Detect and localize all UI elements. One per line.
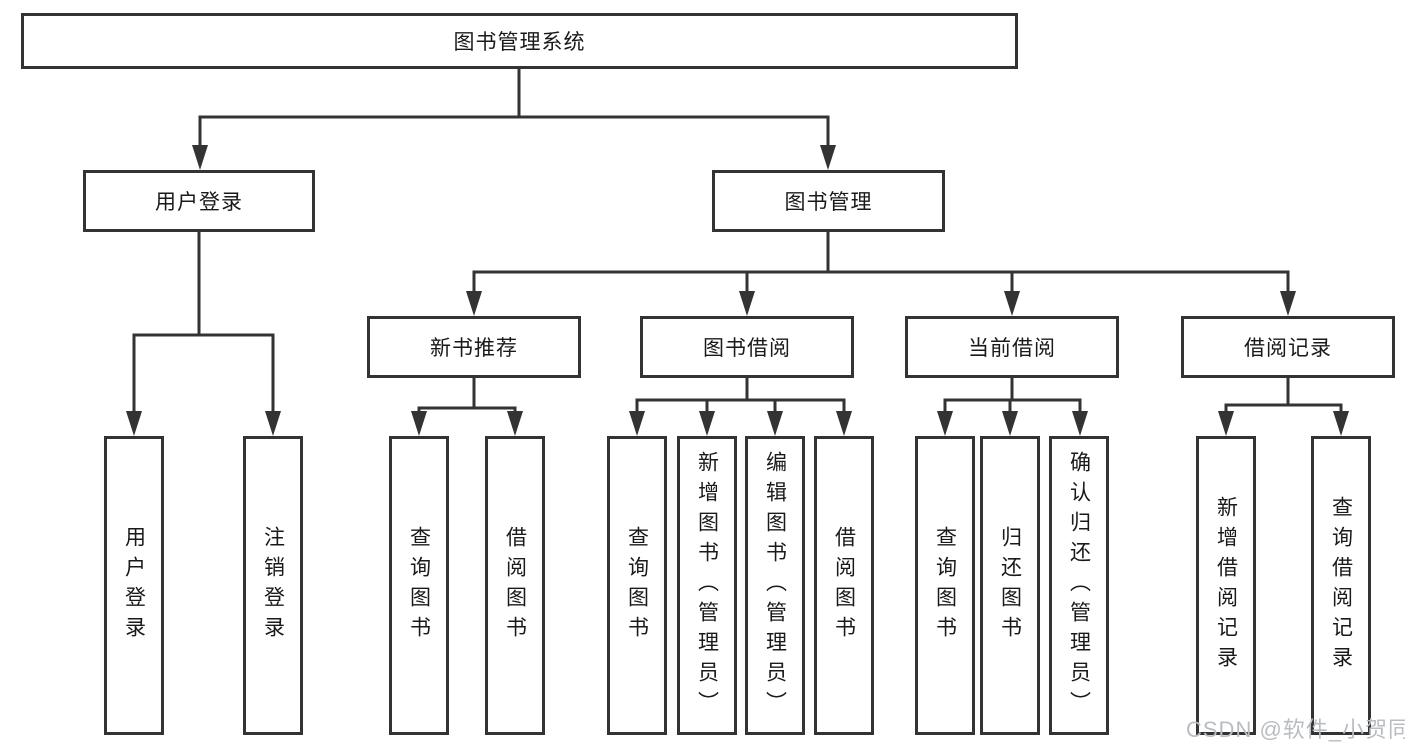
node-cb-confirm-return-admin: 确认归还（管理员）	[1049, 436, 1109, 735]
node-label: 借阅记录	[1244, 337, 1332, 360]
connector-root-to-level2	[192, 69, 836, 170]
watermark: CSDN @软件_小贺同学	[1186, 717, 1405, 742]
node-label: 新增图书（管理员）	[695, 450, 719, 721]
node-bb-query-books: 查询图书	[607, 436, 667, 735]
node-cb-return-books: 归还图书	[980, 436, 1040, 735]
node-nbr-query-books: 查询图书	[389, 436, 449, 735]
connector-current-borrowing-children	[937, 378, 1088, 436]
node-label: 编辑图书（管理员）	[763, 450, 787, 721]
node-label: 查询图书	[407, 525, 431, 646]
node-new-book-recommend: 新书推荐	[367, 316, 581, 378]
node-label: 注销登录	[261, 525, 285, 646]
node-nbr-borrow-books: 借阅图书	[485, 436, 545, 735]
node-label: 借阅图书	[503, 525, 527, 646]
arrowhead	[507, 411, 523, 436]
connector-user-login-children	[126, 232, 281, 436]
node-label: 图书管理系统	[453, 31, 586, 54]
node-bb-add-books-admin: 新增图书（管理员）	[677, 436, 737, 735]
connector-new-book-recommend-children	[411, 378, 523, 436]
node-label: 新增借阅记录	[1214, 495, 1238, 676]
node-user-login: 用户登录	[83, 170, 315, 232]
arrowhead	[265, 411, 281, 436]
node-label: 当前借阅	[968, 337, 1056, 360]
connector-book-borrowing-children	[629, 378, 852, 436]
node-label: 图书借阅	[703, 337, 791, 360]
node-bb-edit-books-admin: 编辑图书（管理员）	[745, 436, 805, 735]
arrowhead	[466, 291, 482, 316]
node-label: 图书管理	[784, 191, 873, 214]
node-label: 查询图书	[625, 525, 649, 646]
node-login: 用户登录	[104, 436, 164, 735]
arrowhead	[836, 411, 852, 436]
arrowhead	[1280, 291, 1296, 316]
node-book-borrowing: 图书借阅	[640, 316, 854, 378]
arrowhead	[739, 291, 755, 316]
node-label: 用户登录	[122, 525, 146, 646]
arrowhead	[192, 145, 208, 170]
arrowhead	[820, 145, 836, 170]
node-br-add-record: 新增借阅记录	[1196, 436, 1256, 735]
arrowhead	[1218, 411, 1234, 436]
arrowhead	[1004, 291, 1020, 316]
arrowhead	[126, 411, 142, 436]
node-label: 查询借阅记录	[1329, 495, 1353, 676]
node-book-management: 图书管理	[712, 170, 945, 232]
connector-borrow-records-children	[1218, 378, 1349, 436]
arrowhead	[699, 411, 715, 436]
node-label: 查询图书	[933, 525, 957, 646]
arrowhead	[411, 411, 427, 436]
arrowhead	[767, 411, 783, 436]
arrowhead	[1002, 411, 1018, 436]
arrowhead	[1072, 411, 1088, 436]
node-library-management-system: 图书管理系统	[21, 13, 1018, 69]
node-cb-query-books: 查询图书	[915, 436, 975, 735]
arrowhead	[937, 411, 953, 436]
connector-book-management-children	[466, 232, 1296, 316]
arrowhead	[629, 411, 645, 436]
node-br-query-record: 查询借阅记录	[1311, 436, 1371, 735]
node-current-borrowing: 当前借阅	[905, 316, 1119, 378]
node-label: 确认归还（管理员）	[1067, 450, 1091, 721]
node-label: 归还图书	[998, 525, 1022, 646]
arrowhead	[1333, 411, 1349, 436]
node-bb-borrow-books: 借阅图书	[814, 436, 874, 735]
node-label: 用户登录	[155, 191, 243, 214]
node-borrow-records: 借阅记录	[1181, 316, 1395, 378]
node-label: 借阅图书	[832, 525, 856, 646]
node-logout: 注销登录	[243, 436, 303, 735]
node-label: 新书推荐	[430, 337, 518, 360]
